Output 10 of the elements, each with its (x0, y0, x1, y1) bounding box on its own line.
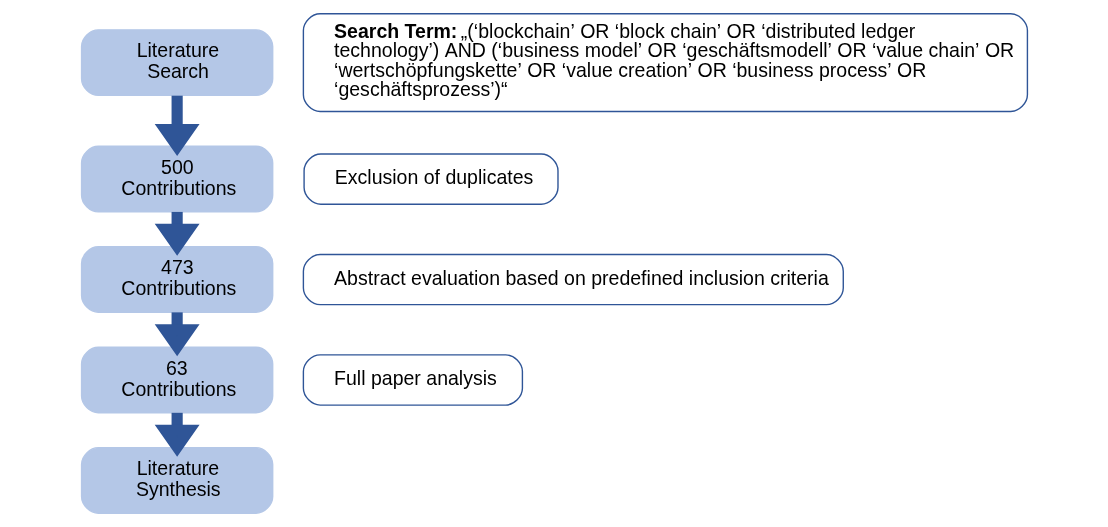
arrow (154, 95, 200, 156)
node-box: Exclusion of duplicates (302, 153, 559, 205)
node-box: Abstract evaluation based on predefined inclusion criteria (302, 253, 844, 306)
node-box: 63 Contributions (80, 346, 273, 414)
node-box: Literature Search (80, 29, 273, 97)
node-box: 473 Contributions (80, 246, 273, 314)
node-box: Literature Synthesis (80, 446, 273, 514)
node-box: Search Term: „(‘blockchain’ OR ‘block chain’ OR ‘distributed ledger technology’) AND (‘business model’ OR ‘geschäftsmodell’ OR ‘value chain’ OR ‘wertschöpfungskette’ OR ‘value creation’ OR ‘business process’ OR ‘geschäftsprozess’)“ (302, 13, 1028, 113)
node-box: Full paper analysis (302, 354, 523, 406)
node-box: 500 Contributions (80, 145, 273, 213)
